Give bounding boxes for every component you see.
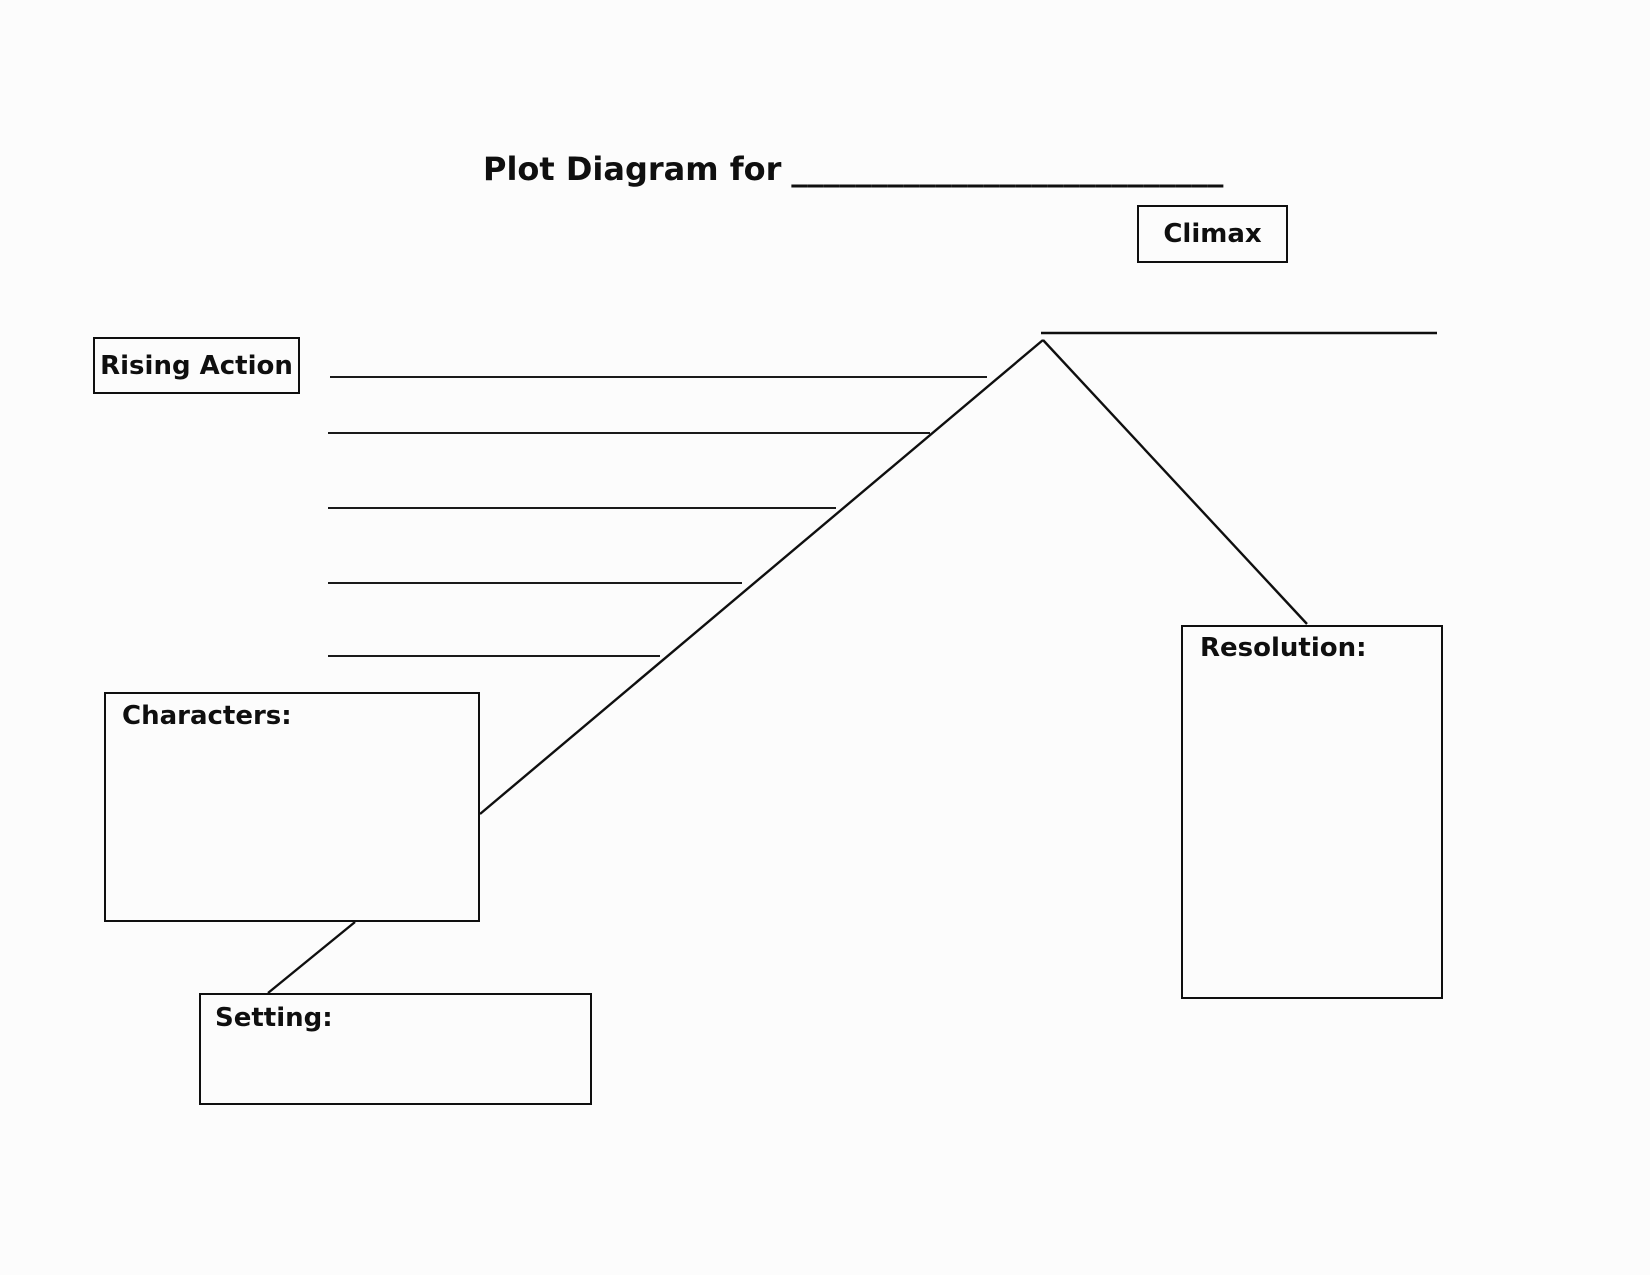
resolution-label: Resolution: <box>1200 633 1367 663</box>
page-title: Plot Diagram for________________________… <box>483 153 1223 185</box>
setting-box: Setting: <box>199 993 592 1105</box>
page-title-text: Plot Diagram for <box>483 150 782 188</box>
setting-label: Setting: <box>215 1003 333 1033</box>
rising-action-label: Rising Action <box>100 350 293 381</box>
climax-label: Climax <box>1163 219 1262 249</box>
characters-setting-connector-line <box>267 921 356 994</box>
rising-action-diagonal-line <box>479 339 1044 815</box>
falling-action-line <box>1042 339 1308 625</box>
characters-box: Characters: <box>104 692 480 922</box>
resolution-box: Resolution: <box>1181 625 1443 999</box>
characters-label: Characters: <box>122 701 292 731</box>
title-blank-line: ___________________________ <box>791 150 1224 188</box>
rising-action-box: Rising Action <box>93 337 300 394</box>
climax-box: Climax <box>1137 205 1288 263</box>
